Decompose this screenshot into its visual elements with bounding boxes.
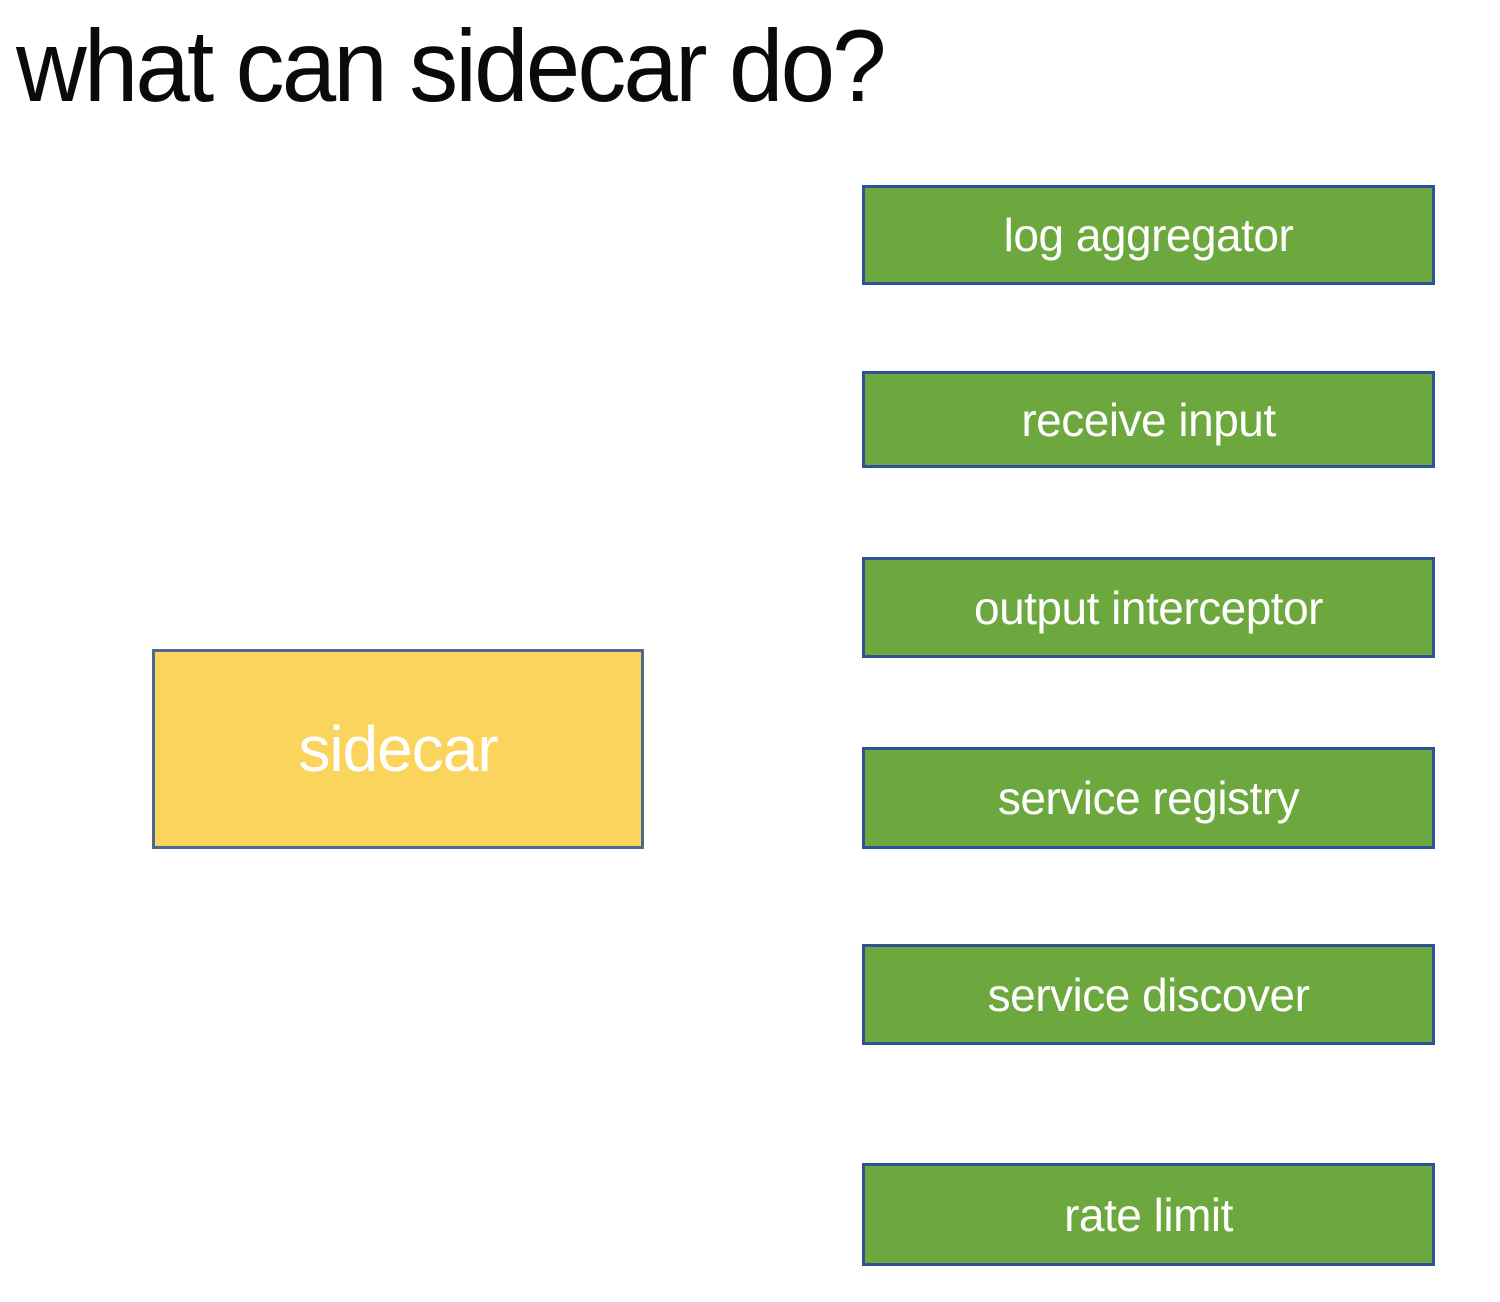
capability-box-service-discover: service discover (862, 944, 1435, 1045)
capability-box-label: receive input (1021, 393, 1276, 446)
capability-box-rate-limit: rate limit (862, 1163, 1435, 1266)
capability-box-receive-input: receive input (862, 371, 1435, 468)
sidecar-box: sidecar (152, 649, 644, 849)
sidecar-box-label: sidecar (298, 713, 498, 785)
capability-box-log-aggregator: log aggregator (862, 185, 1435, 285)
capability-box-label: log aggregator (1003, 209, 1294, 261)
capability-box-service-registry: service registry (862, 747, 1435, 849)
capability-box-output-interceptor: output interceptor (862, 557, 1435, 658)
page-title: what can sidecar do? (16, 9, 887, 123)
capability-box-label: output interceptor (973, 581, 1324, 634)
capability-box-label: rate limit (1064, 1188, 1233, 1241)
capability-box-label: service discover (987, 968, 1310, 1021)
capability-box-label: service registry (997, 772, 1300, 824)
